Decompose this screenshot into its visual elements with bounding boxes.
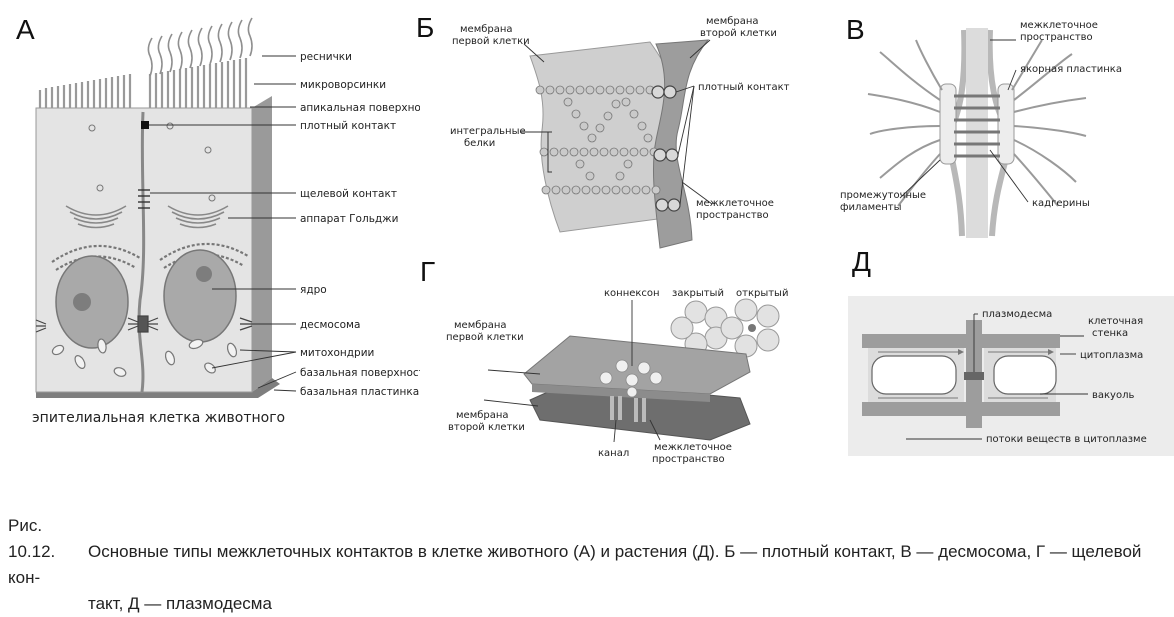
label-nucleus: ядро (300, 284, 327, 296)
label-g-connexon: коннексон (604, 288, 660, 299)
label-basal-surface: базальная поверхность (300, 367, 420, 379)
panel-a-subtitle: эпителиальная клетка животного (32, 410, 286, 426)
cilia (147, 17, 253, 77)
caption-line-2: такт, Д — плазмодесма (88, 594, 272, 613)
label-b-integral2: белки (464, 138, 495, 149)
panel-a-diagram: реснички микроворсинки апикальная поверх… (35, 17, 420, 398)
panel-g-diagram: коннексон закрытый открытый мембрана пер… (446, 288, 788, 465)
label-golgi: аппарат Гольджи (300, 213, 398, 225)
microvilli (38, 58, 248, 108)
protein-row-1 (535, 85, 655, 95)
label-v-anchor: якорная пластинка (1020, 64, 1122, 75)
label-cilia: реснички (300, 51, 352, 63)
label-b-membrane1-line2: первой клетки (452, 36, 530, 47)
golgi-right (167, 205, 229, 229)
label-mitochondria: митохондрии (300, 347, 374, 359)
label-g-channel: канал (598, 448, 629, 459)
label-g-membrane1-line2: первой клетки (446, 332, 524, 343)
label-g-space1: межклеточное (654, 442, 732, 453)
tight-junction-marker (141, 121, 149, 129)
label-g-space2: пространство (652, 454, 725, 465)
label-microvilli: микроворсинки (300, 79, 386, 91)
nucleus-right (163, 249, 237, 343)
label-tight-junction: плотный контакт (300, 120, 396, 132)
vacuole-right (993, 355, 1057, 395)
label-v-filaments1: промежуточные (840, 190, 926, 201)
label-b-space1: межклеточное (696, 198, 774, 209)
label-v-space1: межклеточное (1020, 20, 1098, 31)
label-b-integral1: интегральные (450, 126, 526, 137)
vacuole-left (871, 355, 957, 395)
panel-d-diagram: плазмодесма клеточная стенка цитоплазма … (848, 296, 1174, 456)
connexon-grid (599, 359, 663, 398)
label-d-wall1: клеточная (1088, 316, 1143, 327)
nucleus-left (55, 255, 129, 349)
plasmodesma-channel (964, 372, 984, 380)
label-b-membrane2-line2: второй клетки (700, 28, 777, 39)
figure-number: Рис. 10.12. (8, 516, 56, 561)
label-d-vacuole: вакуоль (1092, 390, 1134, 401)
panel-v-diagram: межклеточное пространство якорная пласти… (840, 20, 1122, 238)
label-g-membrane2-line2: второй клетки (448, 422, 525, 433)
protein-diagonals (563, 97, 653, 181)
label-basal-lamina: базальная пластинка (300, 386, 419, 398)
label-v-cadherins: кадгерины (1032, 198, 1090, 209)
panel-d-letter: Д (852, 246, 871, 277)
connexon-open-icon (720, 298, 780, 358)
label-v-space2: пространство (1020, 32, 1093, 43)
label-gap-junction: щелевой контакт (300, 188, 397, 200)
panel-g-letter: Г (420, 256, 436, 287)
label-b-membrane2-line1: мембрана (706, 16, 759, 27)
panel-v-letter: В (846, 14, 865, 45)
panel-b-diagram: мембрана первой клетки мембрана второй к… (450, 16, 790, 249)
label-g-closed: закрытый (672, 288, 724, 299)
label-v-filaments2: филаменты (840, 202, 902, 213)
panel-a-letter: А (16, 14, 35, 45)
figure-caption: Рис. 10.12.Основные типы межклеточных ко… (8, 513, 1168, 617)
label-b-membrane1-line1: мембрана (460, 24, 513, 35)
mitochondria (51, 338, 238, 377)
label-d-cytoplasm: цитоплазма (1080, 350, 1143, 361)
golgi-left (65, 205, 127, 229)
label-apical-surface: апикальная поверхность (300, 102, 420, 114)
label-b-space2: пространство (696, 210, 769, 221)
label-g-membrane2-line1: мембрана (456, 410, 509, 421)
label-d-wall2: стенка (1092, 328, 1128, 339)
label-g-open: открытый (736, 288, 788, 299)
label-d-flows: потоки веществ в цитоплазме (986, 434, 1147, 445)
label-g-membrane1-line1: мембрана (454, 320, 507, 331)
caption-line-1: Основные типы межклеточных контактов в к… (8, 542, 1142, 587)
protein-row-3 (541, 185, 661, 195)
label-b-tight-junction: плотный контакт (698, 82, 790, 93)
label-d-plasmodesma: плазмодесма (982, 309, 1052, 320)
panel-b-letter: Б (416, 12, 435, 43)
label-desmosome: десмосома (300, 319, 360, 331)
